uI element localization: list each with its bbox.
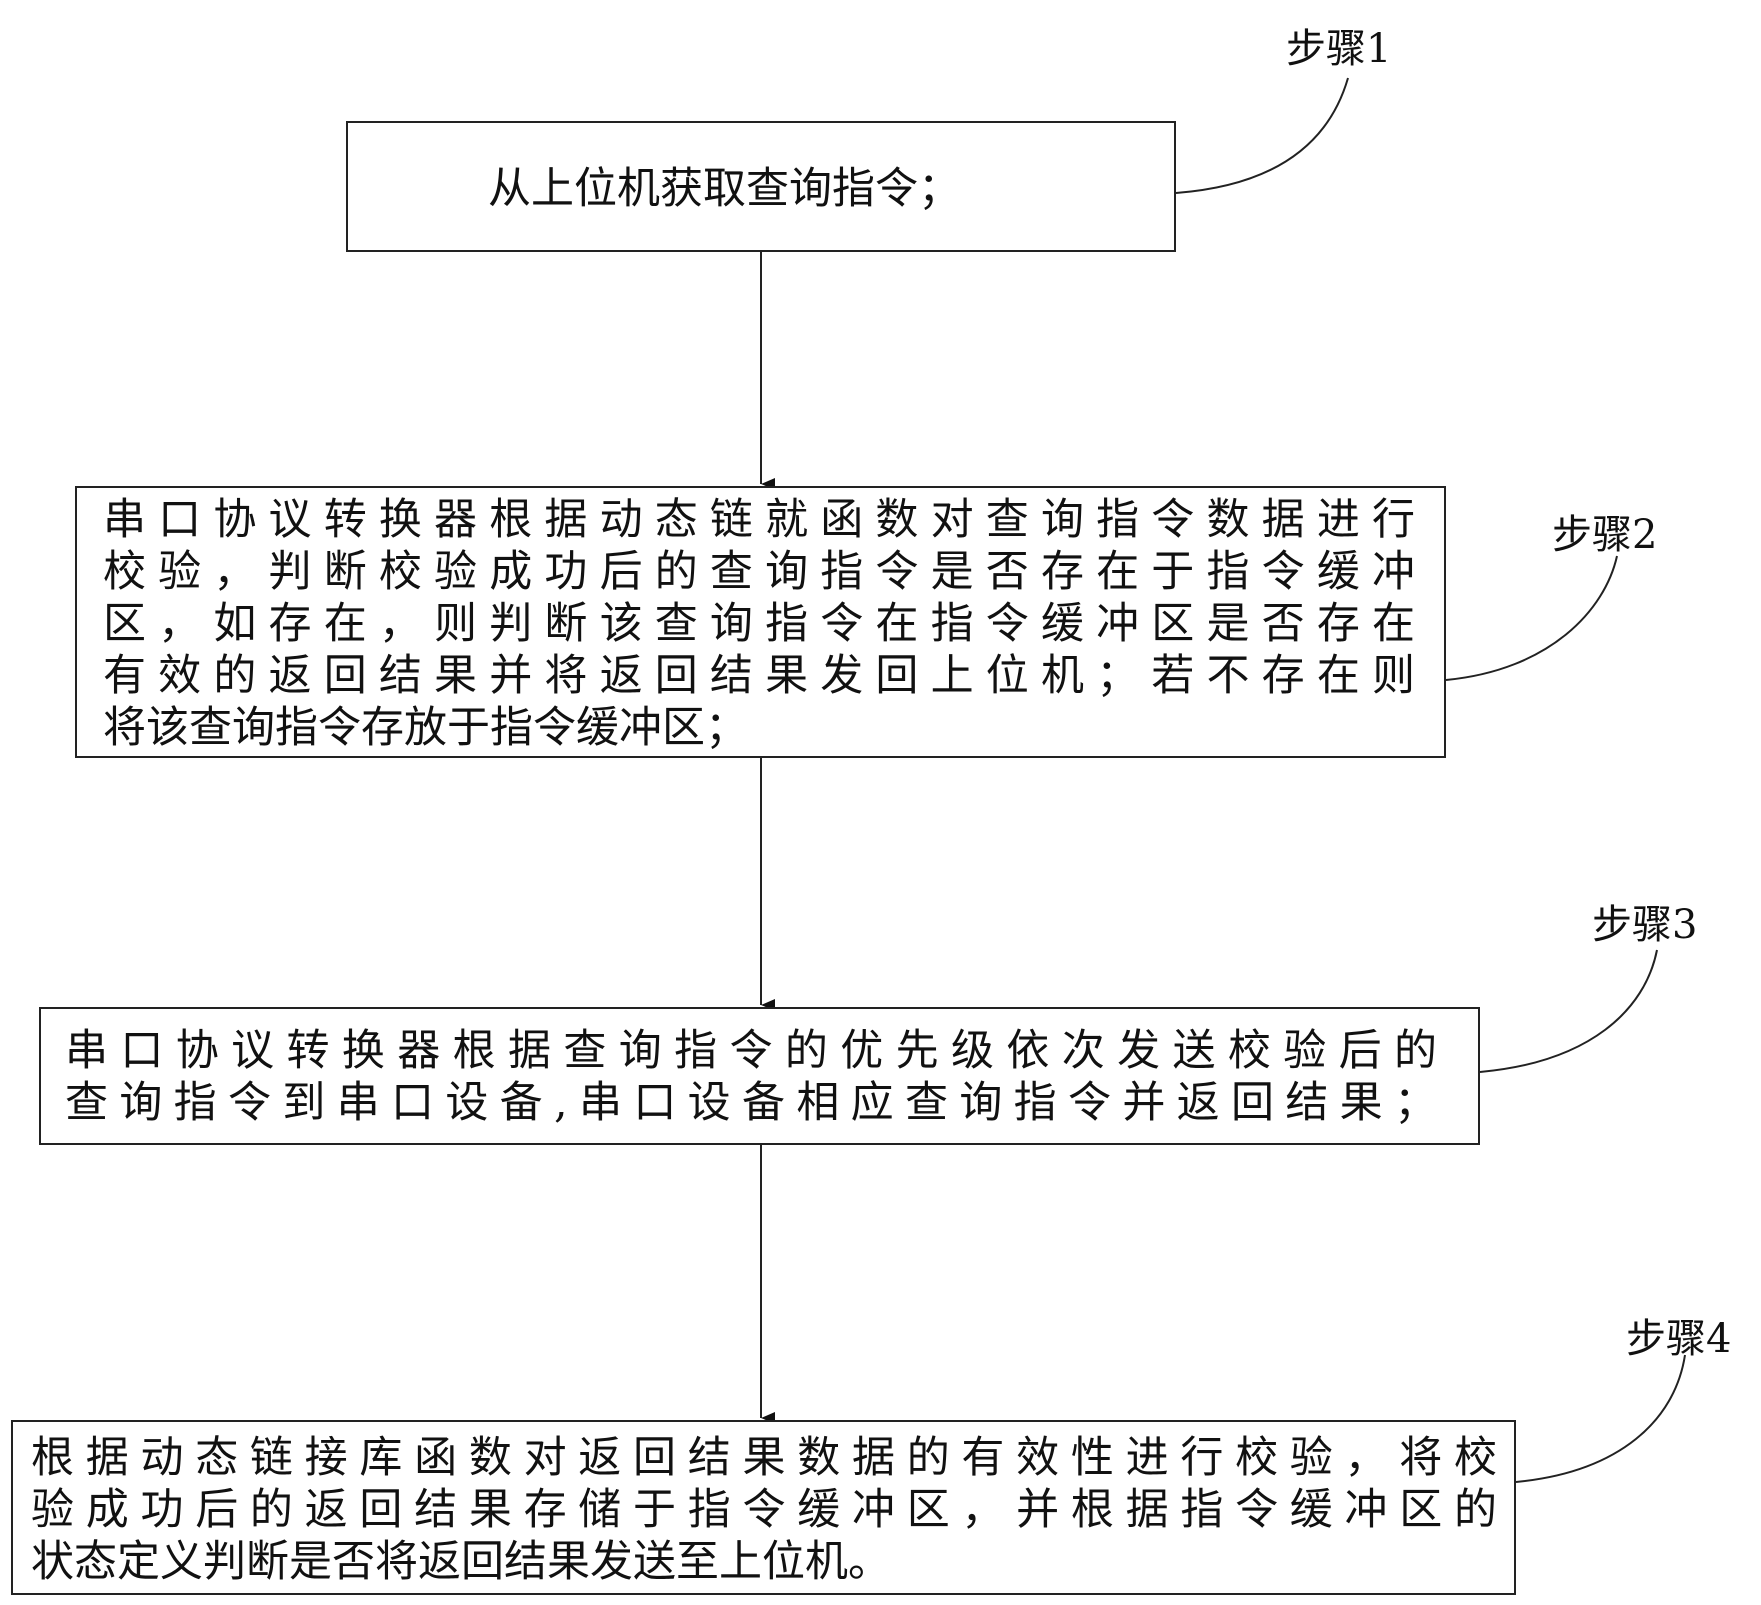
step-2-text-line: 串口协议转换器根据动态链就函数对查询指令数据进行 [103,494,1415,546]
step-1-label: 步骤1 [1286,16,1391,74]
step-3-label: 步骤3 [1592,892,1697,950]
step-2-box: 串口协议转换器根据动态链就函数对查询指令数据进行 校验，判断校验成功后的查询指令… [75,486,1446,758]
step-4-box: 根据动态链接库函数对返回结果数据的有效性进行校验，将校 验成功后的返回结果存储于… [11,1420,1516,1595]
leader-step-3 [1480,950,1657,1072]
step-4-text-line: 根据动态链接库函数对返回结果数据的有效性进行校验，将校 [31,1432,1497,1484]
step-4-text-line: 验成功后的返回结果存储于指令缓冲区，并根据指令缓冲区的 [31,1484,1497,1536]
step-2-text-line: 区，如存在，则判断该查询指令在指令缓冲区是否存在 [103,598,1415,650]
step-2-label: 步骤2 [1552,502,1657,560]
step-4-label: 步骤4 [1626,1306,1731,1364]
step-3-text-line: 串口协议转换器根据查询指令的优先级依次发送校验后的 [65,1025,1437,1077]
leader-step-4 [1516,1355,1685,1482]
step-2-text-line: 有效的返回结果并将返回结果发回上位机；若不存在则 [103,650,1415,702]
leader-step-2 [1446,556,1617,680]
step-1-box: 从上位机获取查询指令； [346,121,1176,252]
step-2-text-line: 校验，判断校验成功后的查询指令是否存在于指令缓冲 [103,546,1415,598]
step-1-text: 从上位机获取查询指令； [488,163,961,215]
leader-step-1 [1176,78,1348,193]
step-3-text-line: 查询指令到串口设备,串口设备相应查询指令并返回结果； [65,1077,1437,1129]
step-3-box: 串口协议转换器根据查询指令的优先级依次发送校验后的 查询指令到串口设备,串口设备… [39,1007,1480,1145]
step-2-text-line: 将该查询指令存放于指令缓冲区； [103,702,1415,754]
step-4-text-line: 状态定义判断是否将返回结果发送至上位机。 [31,1536,1497,1588]
